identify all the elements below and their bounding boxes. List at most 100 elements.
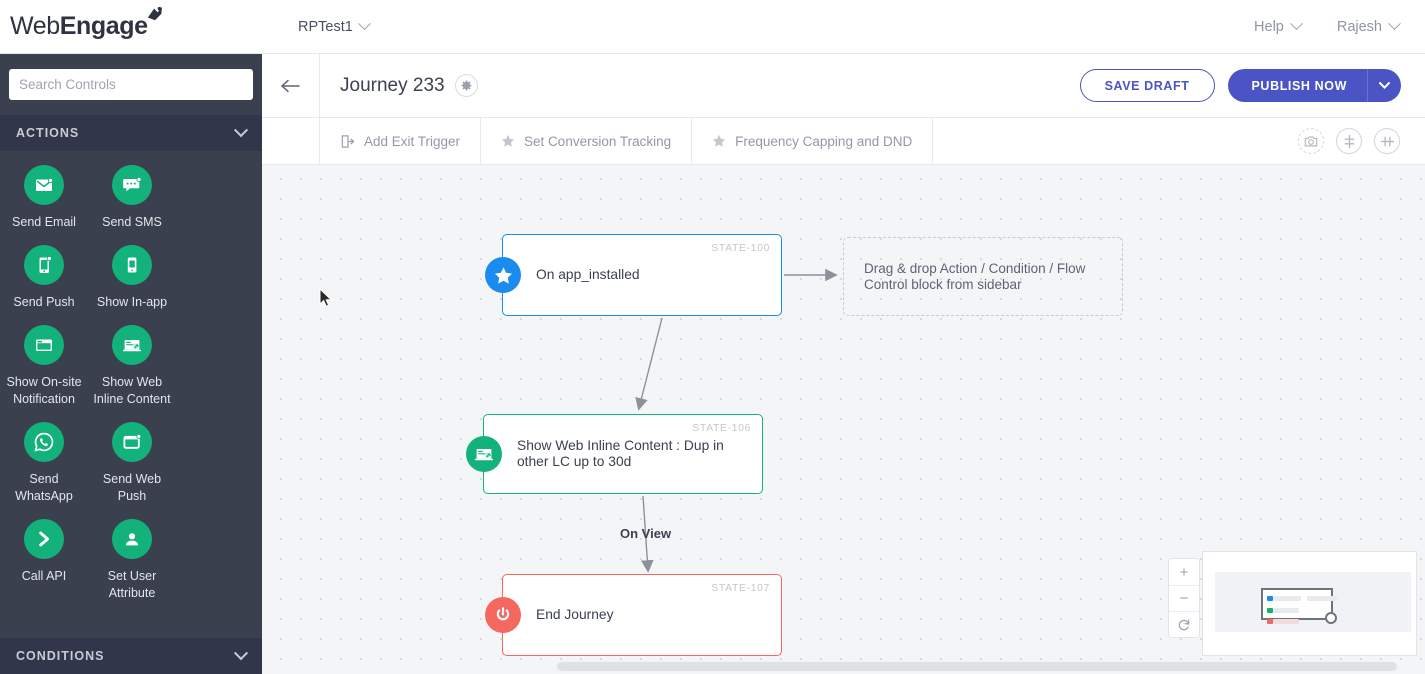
chevron-down-icon xyxy=(233,646,249,661)
action-send-web-push[interactable]: Send Web Push xyxy=(88,422,176,505)
action-label: Send WhatsApp xyxy=(15,472,73,503)
action-send-sms[interactable]: Send SMS xyxy=(88,165,176,231)
frequency-capping-dnd-button[interactable]: Frequency Capping and DND xyxy=(692,118,934,164)
toolstrip-right-icons xyxy=(1298,118,1425,164)
node-title: On app_installed xyxy=(536,266,640,282)
minimap-resize-handle[interactable] xyxy=(1325,612,1337,624)
actions-grid: Send Email Send SMS Send Push xyxy=(0,151,262,616)
whatsapp-icon xyxy=(24,422,64,462)
reset-icon xyxy=(1178,619,1190,630)
toolstrip-label: Frequency Capping and DND xyxy=(735,133,913,149)
mobile-push-icon xyxy=(24,245,64,285)
align-horizontal-button[interactable] xyxy=(1374,128,1400,154)
chevron-down-icon xyxy=(1379,82,1390,89)
back-button[interactable] xyxy=(262,54,320,117)
sms-icon xyxy=(112,165,152,205)
drop-placeholder-text: Drag & drop Action / Condition / Flow Co… xyxy=(864,260,1086,292)
controls-sidebar: ACTIONS Send Email Send SMS xyxy=(0,54,262,674)
journey-header: Journey 233 SAVE DRAFT PUBLISH NOW xyxy=(262,54,1425,118)
gear-icon xyxy=(461,80,472,91)
set-conversion-tracking-button[interactable]: Set Conversion Tracking xyxy=(481,118,693,164)
publish-now-button[interactable]: PUBLISH NOW xyxy=(1251,78,1347,93)
minimap-canvas xyxy=(1215,572,1411,632)
minimap-node-placeholder xyxy=(1307,596,1337,601)
user-menu[interactable]: Rajesh xyxy=(1336,17,1401,35)
minimap-node-end-body xyxy=(1273,619,1299,624)
chevron-down-icon xyxy=(1289,17,1303,31)
action-send-whatsapp[interactable]: Send WhatsApp xyxy=(0,422,88,505)
canvas-horizontal-scrollbar[interactable] xyxy=(557,662,1397,671)
web-push-icon xyxy=(112,422,152,462)
action-label: Call API xyxy=(21,569,67,583)
action-show-web-inline-content[interactable]: Show Web Inline Content xyxy=(88,325,176,408)
logo-web-text: Web xyxy=(10,12,60,40)
star-icon xyxy=(501,134,515,147)
zoom-in-button[interactable]: + xyxy=(1179,563,1189,581)
journey-settings-button[interactable] xyxy=(454,74,478,97)
node-state-id: STATE-100 xyxy=(711,242,770,254)
node-state-id: STATE-106 xyxy=(692,422,751,434)
onsite-notification-icon xyxy=(24,325,64,365)
logo-engage-text: Engage xyxy=(59,12,148,40)
action-label: Send Web Push xyxy=(102,472,162,503)
action-set-user-attribute[interactable]: Set User Attribute xyxy=(88,519,176,602)
power-icon xyxy=(485,597,521,633)
canvas-minimap[interactable] xyxy=(1202,551,1417,656)
minimap-node-start-body xyxy=(1273,596,1301,601)
minimap-node-web-inline-body xyxy=(1273,608,1299,613)
journey-node-state-107[interactable]: STATE-107 End Journey xyxy=(485,574,782,656)
save-draft-button[interactable]: SAVE DRAFT xyxy=(1079,69,1215,102)
help-label: Help xyxy=(1254,18,1284,35)
publish-options-button[interactable] xyxy=(1367,69,1401,102)
sidebar-section-conditions[interactable]: CONDITIONS xyxy=(0,638,262,674)
drop-placeholder[interactable]: Drag & drop Action / Condition / Flow Co… xyxy=(843,237,1123,316)
action-label: Send Email xyxy=(12,215,76,229)
action-label: Send Push xyxy=(13,295,75,309)
in-app-icon xyxy=(112,245,152,285)
help-menu[interactable]: Help xyxy=(1254,17,1303,35)
account-switcher[interactable]: RPTest1 xyxy=(298,17,371,35)
minimap-node-web-inline xyxy=(1267,608,1273,613)
email-icon xyxy=(24,165,64,205)
reset-zoom-button[interactable] xyxy=(1169,611,1199,637)
action-show-in-app[interactable]: Show In-app xyxy=(88,245,176,311)
global-topbar: WebEngage RPTest1 Help Rajesh xyxy=(0,0,1425,54)
action-label: Set User Attribute xyxy=(107,569,157,600)
journey-node-state-106[interactable]: STATE-106 Show Web Inline Content : Dup … xyxy=(466,414,763,494)
journey-header-actions: SAVE DRAFT PUBLISH NOW xyxy=(1079,69,1425,102)
action-send-push[interactable]: Send Push xyxy=(0,245,88,311)
node-title: Show Web Inline Content : Dup in other L… xyxy=(517,437,724,470)
user-label: Rajesh xyxy=(1336,18,1382,35)
mouse-cursor xyxy=(319,288,333,307)
webengage-logo[interactable]: WebEngage xyxy=(0,6,265,41)
minimap-node-start xyxy=(1267,596,1273,601)
screenshot-button[interactable] xyxy=(1298,128,1324,154)
action-send-email[interactable]: Send Email xyxy=(0,165,88,231)
sidebar-section-actions[interactable]: ACTIONS xyxy=(0,115,262,151)
star-icon xyxy=(485,257,521,293)
star-icon xyxy=(713,134,726,147)
node-state-id: STATE-107 xyxy=(711,582,770,594)
sidebar-section-actions-label: ACTIONS xyxy=(16,126,80,140)
publish-split-button: PUBLISH NOW xyxy=(1227,69,1401,102)
web-inline-icon xyxy=(112,325,152,365)
action-call-api[interactable]: Call API xyxy=(0,519,88,602)
user-attribute-icon xyxy=(112,519,152,559)
camera-icon xyxy=(1304,135,1318,146)
action-label: Show On-site Notification xyxy=(6,375,82,406)
web-inline-icon xyxy=(466,436,502,472)
account-name: RPTest1 xyxy=(298,18,353,35)
arrow-left-icon xyxy=(281,79,300,92)
toolstrip-label: Set Conversion Tracking xyxy=(524,133,672,149)
search-input[interactable] xyxy=(9,69,253,100)
journey-node-state-100[interactable]: STATE-100 On app_installed xyxy=(485,234,782,316)
minimap-viewport[interactable] xyxy=(1261,588,1333,620)
zoom-out-button[interactable]: − xyxy=(1169,585,1199,611)
journey-toolstrip: Add Exit Trigger Set Conversion Tracking… xyxy=(262,118,1425,165)
add-exit-trigger-button[interactable]: Add Exit Trigger xyxy=(320,118,482,164)
journey-canvas[interactable]: STATE-100 On app_installed Drag & drop A… xyxy=(262,165,1425,674)
align-vertical-button[interactable] xyxy=(1336,128,1362,154)
minimap-node-end xyxy=(1267,619,1273,624)
action-show-onsite-notification[interactable]: Show On-site Notification xyxy=(0,325,88,408)
